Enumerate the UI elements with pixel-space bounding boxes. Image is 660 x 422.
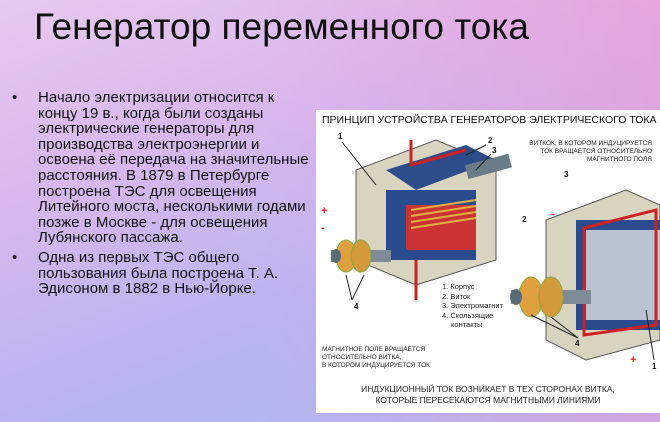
label-number: 3	[564, 170, 569, 179]
label-number: 2	[488, 136, 493, 145]
minus-sign: -	[321, 222, 325, 234]
right-generator-icon	[510, 189, 660, 361]
bullet-item: •Начало электризации относится к концу 1…	[12, 89, 309, 247]
caption-right: ВИТКОК, В КОТОРОМ ИНДУЦИРУЕТСЯ ТОК ВРАЩА…	[529, 140, 652, 163]
caption-left: МАГНИТНОЕ ПОЛЕ ВРАЩАЕТСЯ ОТНОСИТЕЛЬНО ВИ…	[322, 346, 430, 369]
label-number: 1	[652, 362, 657, 371]
generator-illustration	[331, 139, 660, 361]
generator-diagram: ПРИНЦИП УСТРОЙСТВА ГЕНЕРАТОРОВ ЭЛЕКТРИЧЕ…	[316, 110, 660, 413]
bullet-list: •Начало электризации относится к концу 1…	[12, 90, 312, 301]
legend: 1. Корпус 2. Виток 3. Электромагнит 4. С…	[442, 282, 503, 329]
bullet-item: •Одна из первых ТЭС общего пользования б…	[12, 248, 279, 298]
plus-sign: +	[630, 354, 637, 366]
plus-sign: +	[321, 205, 328, 217]
label-number: 3	[492, 146, 497, 155]
slide-title: Генератор переменного тока	[34, 6, 529, 47]
label-number: 1	[338, 132, 343, 141]
bullet-icon: •	[12, 248, 18, 266]
label-number: 4	[575, 339, 580, 348]
bullet-icon: •	[12, 89, 18, 106]
label-number: 4	[354, 302, 359, 311]
left-generator-icon	[331, 139, 512, 300]
bottom-caption: ИНДУКЦИОННЫЙ ТОК ВОЗНИКАЕТ В ТЕХ СТОРОНА…	[361, 384, 615, 405]
figure-title: ПРИНЦИП УСТРОЙСТВА ГЕНЕРАТОРОВ ЭЛЕКТРИЧЕ…	[322, 114, 657, 126]
minus-sign: -	[551, 208, 555, 220]
label-number: 2	[522, 215, 527, 224]
